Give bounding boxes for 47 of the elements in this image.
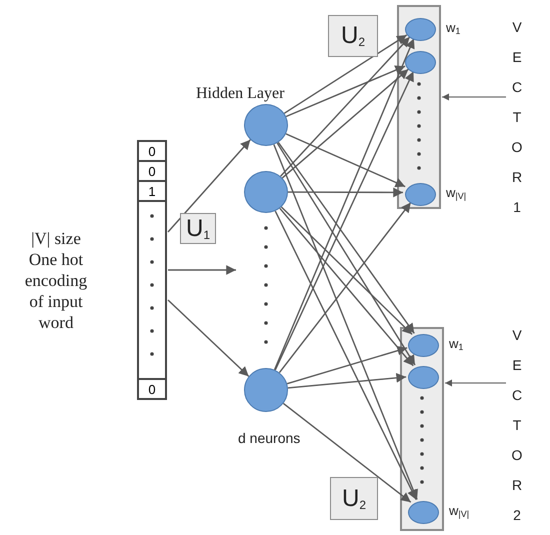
word-label: w$_{1}$ xyxy=(449,335,464,354)
arrow xyxy=(286,66,406,118)
weight-matrix-label: U$_{2}$ xyxy=(330,477,378,520)
layer-label: d neurons xyxy=(238,429,302,448)
arrow xyxy=(442,94,506,100)
arrow xyxy=(167,139,251,232)
neuron-circle xyxy=(405,183,436,206)
arrow xyxy=(278,142,415,334)
word-label: w$_{|V|}$ xyxy=(449,502,470,520)
arrow xyxy=(286,133,406,188)
vector-value: 0 xyxy=(148,144,156,158)
arrow xyxy=(444,380,506,386)
arrow xyxy=(284,34,408,114)
vertical-word: VECTOR 1 xyxy=(507,12,527,212)
arrow xyxy=(280,36,410,177)
output-layer-panel xyxy=(400,327,444,531)
neuron-circle xyxy=(244,171,288,213)
vector-value: 0 xyxy=(148,164,156,178)
vertical-word: VECTOR 2 xyxy=(507,320,527,530)
arrow xyxy=(168,300,250,377)
arrow xyxy=(286,346,408,384)
arrow xyxy=(274,210,417,500)
neuron-circle xyxy=(244,368,288,412)
arrow xyxy=(288,188,403,198)
neuron-circle xyxy=(408,366,439,389)
input-description: |V| size One hot encoding of input word xyxy=(24,228,88,333)
neuron-circle xyxy=(405,18,436,41)
one-hot-vector xyxy=(137,140,167,400)
neuron-circle xyxy=(408,334,439,357)
output-layer-panel xyxy=(397,5,441,209)
neuron-circle xyxy=(408,501,439,524)
vector-value: 0 xyxy=(148,382,156,396)
neuron-circle xyxy=(405,51,436,74)
vector-value: 1 xyxy=(148,184,156,198)
arrow xyxy=(273,144,418,500)
arrow xyxy=(280,206,413,335)
arrow xyxy=(168,265,236,275)
word-label: w$_{|V|}$ xyxy=(446,184,468,202)
arrow xyxy=(276,142,416,366)
word-label: w$_{1}$ xyxy=(446,19,462,38)
arrow xyxy=(288,372,406,389)
layer-label: Hidden Layer xyxy=(196,84,286,104)
neuron-circle xyxy=(244,104,288,146)
weight-matrix-label: U$_{2}$ xyxy=(328,15,378,57)
arrow xyxy=(282,68,409,178)
weight-matrix-label: U$_{1}$ xyxy=(180,213,216,244)
arrow xyxy=(282,402,412,503)
